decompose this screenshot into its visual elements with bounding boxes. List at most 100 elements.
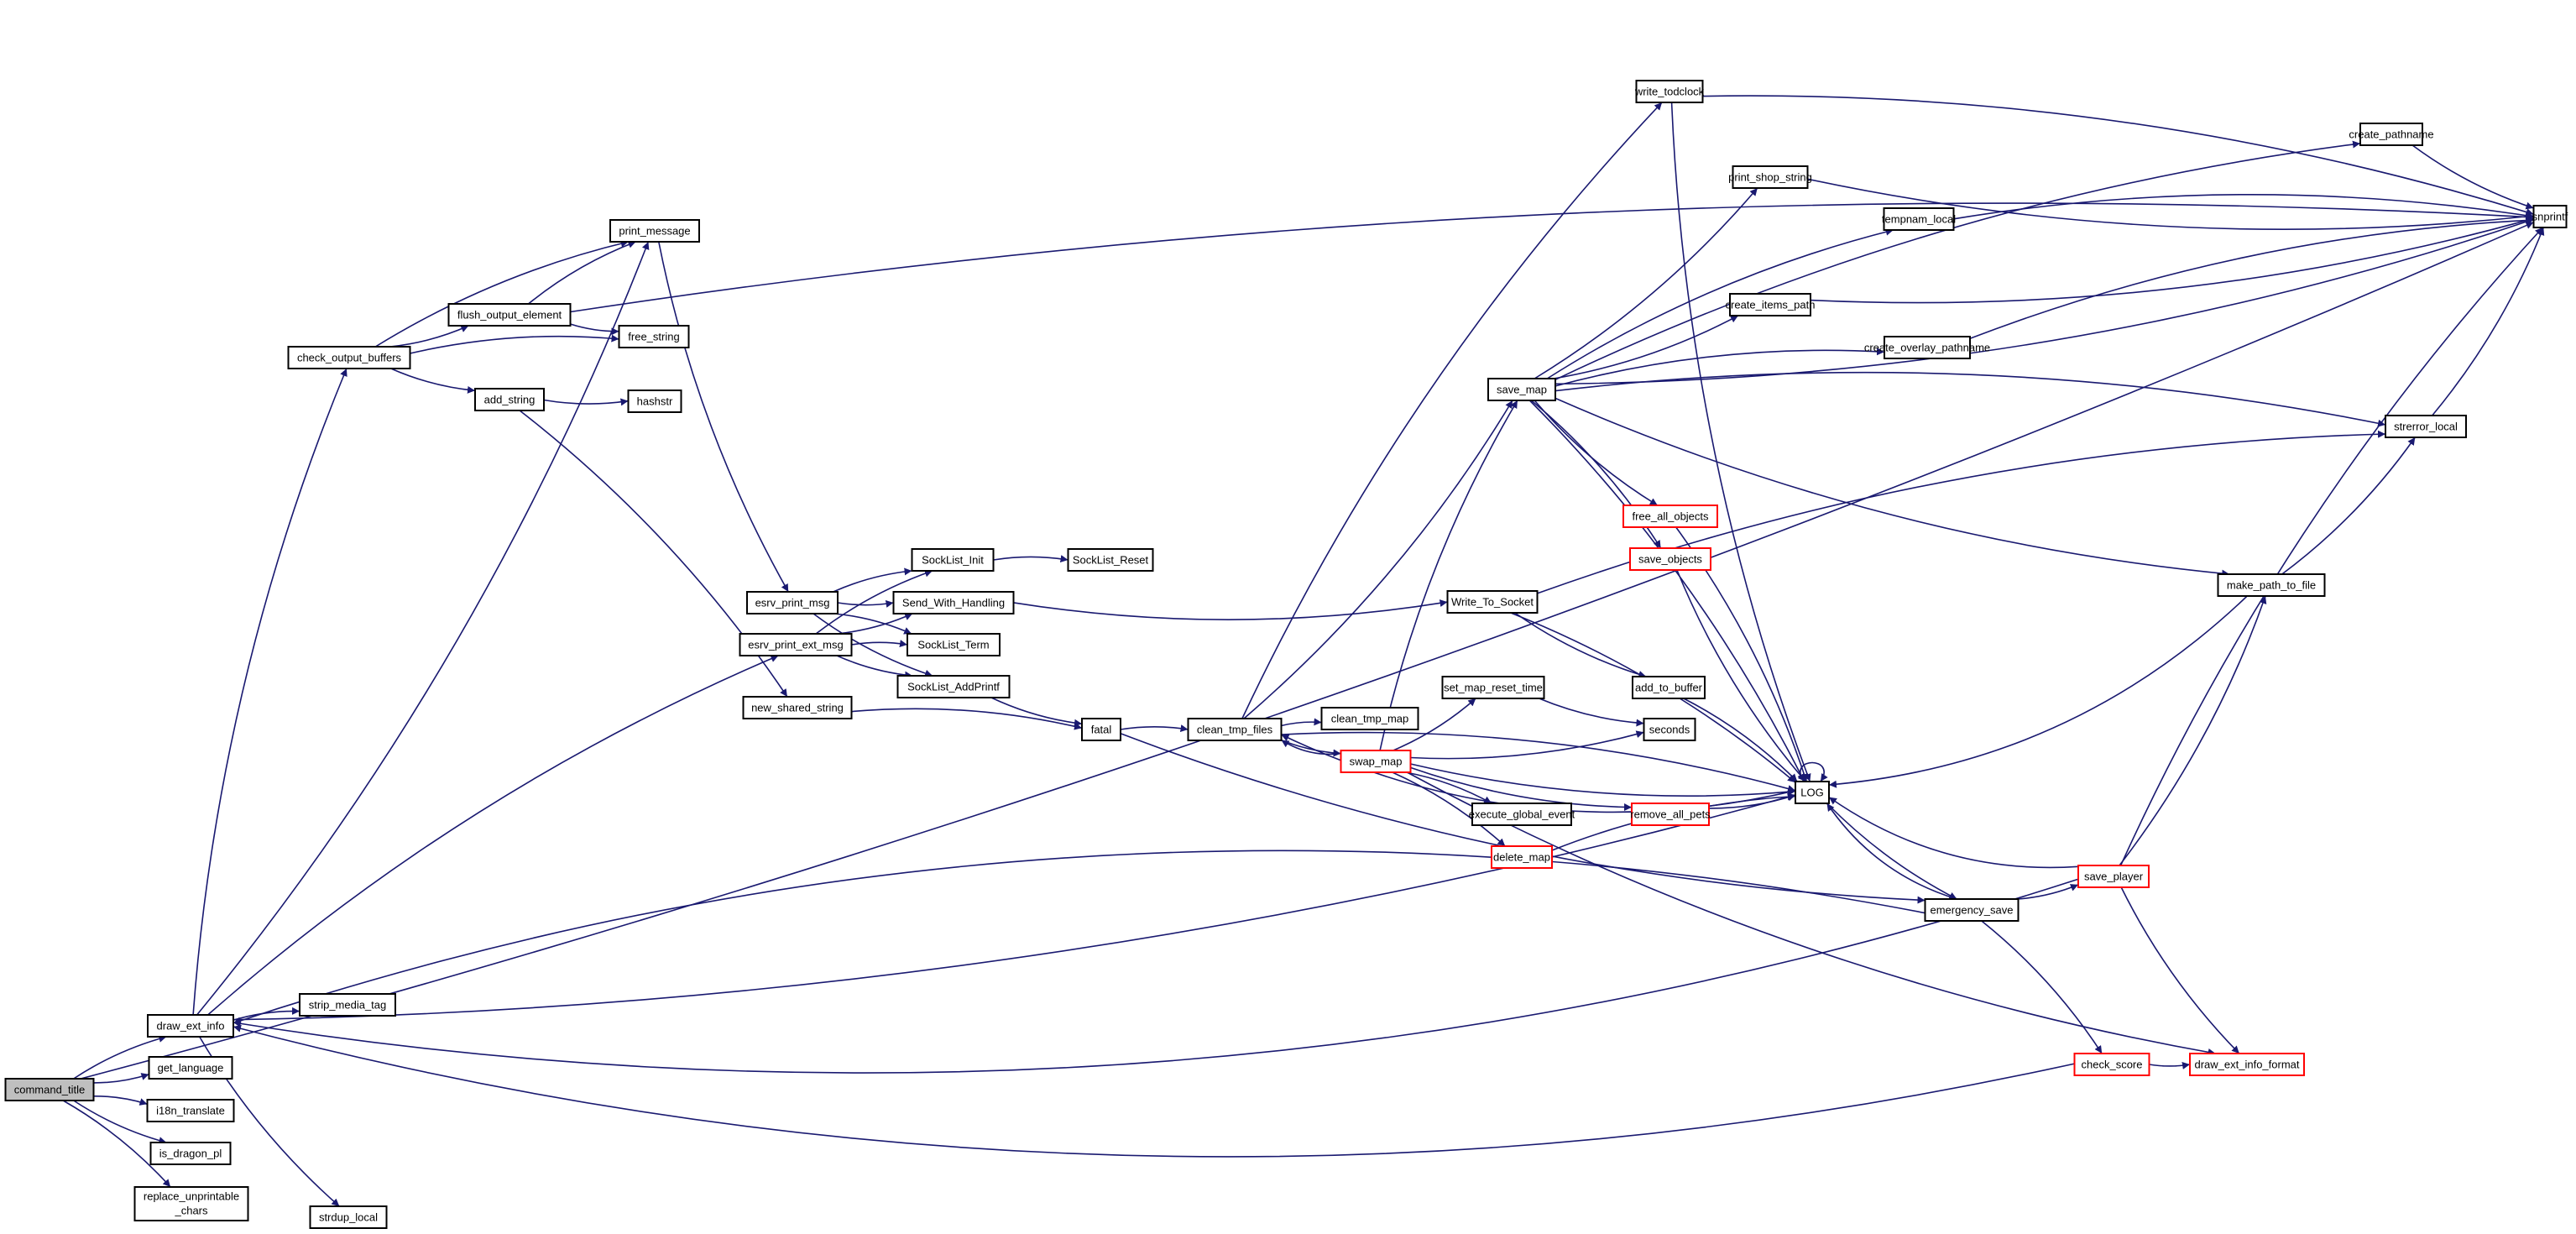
- node-execute-global-event[interactable]: execute_global_event: [1469, 803, 1575, 826]
- node-create-overlay-pathname[interactable]: create_overlay_pathname: [1864, 336, 1990, 359]
- node-label: add_string: [484, 393, 536, 405]
- node-flush-output-element[interactable]: flush_output_element: [447, 303, 572, 327]
- node-socklist-init[interactable]: SockList_Init: [911, 548, 995, 572]
- node-label: draw_ext_info_format: [2194, 1058, 2299, 1070]
- node-save-player[interactable]: save_player: [2077, 865, 2150, 888]
- edge-add_string-to-hashstr: [543, 398, 629, 406]
- edge-esrv_print_ext_msg-to-SockList_AddPrintf: [836, 655, 913, 679]
- node-hashstr[interactable]: hashstr: [627, 390, 682, 413]
- node-strerror-local[interactable]: strerror_local: [2385, 415, 2467, 438]
- node-box: [739, 633, 853, 656]
- node-box: [133, 1186, 249, 1221]
- node-box: [1487, 378, 1556, 401]
- node-box: [1635, 80, 1704, 103]
- node-remove-all-pets[interactable]: remove_all_pets: [1630, 803, 1711, 826]
- node-box: [2217, 573, 2326, 597]
- node-label: check_score: [2082, 1058, 2143, 1070]
- edge-LOG-to-clean_tmp_files: [1281, 734, 1796, 813]
- edge-swap_map-to-set_map_reset_time: [1393, 698, 1476, 751]
- node-label: snprintf: [2532, 210, 2568, 222]
- edge-esrv_print_msg-to-SockList_Term: [833, 613, 912, 635]
- node-send-with-handling[interactable]: Send_With_Handling: [892, 591, 1015, 614]
- node-socklist-term[interactable]: SockList_Term: [907, 633, 1001, 656]
- node-is-dragon-pl[interactable]: is_dragon_pl: [149, 1142, 232, 1165]
- node-tempnam-local[interactable]: tempnam_local: [1882, 207, 1956, 231]
- node-label: free_string: [628, 330, 679, 342]
- node-socklist-addprintf[interactable]: SockList_AddPrintf: [896, 675, 1011, 698]
- node-create-pathname[interactable]: create_pathname: [2349, 123, 2434, 146]
- node-draw-ext-info[interactable]: draw_ext_info: [147, 1014, 234, 1038]
- node-write-to-socket[interactable]: Write_To_Socket: [1446, 590, 1539, 614]
- edge-save_map-to-make_path_to_file: [1554, 397, 2230, 578]
- edge-swap_map-to-save_map: [1379, 400, 1518, 751]
- node-socklist-reset[interactable]: SockList_Reset: [1067, 548, 1154, 572]
- edge-flush_output_element-to-free_string: [570, 323, 619, 336]
- edge-flush_output_element-to-snprintf: [570, 202, 2534, 313]
- node-box: [1081, 718, 1121, 741]
- node-check-output-buffers[interactable]: check_output_buffers: [287, 346, 411, 369]
- node-label: esrv_print_msg: [755, 596, 830, 609]
- edge-print_message-to-esrv_print_msg: [658, 241, 789, 593]
- node-add-string[interactable]: add_string: [474, 388, 545, 411]
- edge-save_map-to-snprintf: [1554, 217, 2534, 385]
- node-check-score[interactable]: check_score: [2073, 1053, 2150, 1076]
- edge-check_score-to-draw_ext_info: [233, 1024, 2075, 1158]
- node-esrv-print-msg[interactable]: esrv_print_msg: [746, 591, 839, 614]
- node-command-title[interactable]: command_title: [4, 1078, 95, 1101]
- edge-create_pathname-to-snprintf: [2411, 144, 2534, 210]
- node-delete-map[interactable]: delete_map: [1491, 845, 1553, 869]
- node-replace-unprintable-chars[interactable]: replace_unprintable_chars: [133, 1186, 249, 1221]
- edge-check_output_buffers-to-free_string: [410, 334, 619, 354]
- edge-add_to_buffer-to-LOG: [1683, 698, 1798, 782]
- node-new-shared-string[interactable]: new_shared_string: [742, 696, 853, 719]
- edge-command_title-to-draw_ext_info: [73, 1035, 167, 1080]
- node-log[interactable]: LOG: [1795, 781, 1830, 804]
- edge-write_todclock-to-LOG: [1670, 102, 1811, 782]
- node-label: delete_map: [1493, 850, 1550, 863]
- node-box: [474, 388, 545, 411]
- node-label: seconds: [1649, 723, 1690, 735]
- node-box: [299, 993, 396, 1017]
- edge-esrv_print_msg-to-SockList_Init: [833, 567, 912, 593]
- node-clean-tmp-files[interactable]: clean_tmp_files: [1187, 718, 1283, 741]
- node-strip-media-tag[interactable]: strip_media_tag: [299, 993, 396, 1017]
- node-box: [148, 1056, 233, 1080]
- edge-command_title-to-is_dragon_pl: [73, 1100, 167, 1144]
- node-seconds[interactable]: seconds: [1643, 718, 1696, 741]
- node-swap-map[interactable]: swap_map: [1340, 750, 1412, 773]
- node-get-language[interactable]: get_language: [148, 1056, 233, 1080]
- node-print-message[interactable]: print_message: [609, 219, 700, 243]
- node-save-map[interactable]: save_map: [1487, 378, 1556, 401]
- edge-make_path_to_file-to-LOG: [1828, 595, 2248, 788]
- node-clean-tmp-map[interactable]: clean_tmp_map: [1320, 707, 1419, 730]
- node-free-all-objects[interactable]: free_all_objects: [1622, 505, 1718, 528]
- node-write-todclock[interactable]: write_todclock: [1634, 80, 1705, 103]
- node-label: save_map: [1497, 383, 1547, 395]
- node-box: [149, 1142, 232, 1165]
- node-esrv-print-ext-msg[interactable]: esrv_print_ext_msg: [739, 633, 853, 656]
- node-emergency-save[interactable]: emergency_save: [1924, 898, 2020, 922]
- node-save-objects[interactable]: save_objects: [1629, 547, 1711, 571]
- node-create-items-path[interactable]: create_items_path: [1726, 293, 1816, 316]
- node-box: [1491, 845, 1553, 869]
- node-label: replace_unprintable: [144, 1190, 239, 1202]
- node-fatal[interactable]: fatal: [1081, 718, 1121, 741]
- node-i18n-translate[interactable]: i18n_translate: [146, 1099, 235, 1122]
- node-draw-ext-info-format[interactable]: draw_ext_info_format: [2189, 1053, 2305, 1076]
- node-label: command_title: [14, 1083, 86, 1095]
- node-snprintf[interactable]: snprintf: [2532, 205, 2568, 228]
- node-box: [892, 591, 1015, 614]
- node-set-map-reset-time[interactable]: set_map_reset_time: [1441, 676, 1545, 699]
- node-free-string[interactable]: free_string: [618, 325, 690, 348]
- node-make-path-to-file[interactable]: make_path_to_file: [2217, 573, 2326, 597]
- node-add-to-buffer[interactable]: add_to_buffer: [1632, 676, 1706, 699]
- node-print-shop-string[interactable]: print_shop_string: [1728, 165, 1812, 189]
- edge-set_map_reset_time-to-seconds: [1539, 698, 1644, 727]
- edge-tempnam_local-to-snprintf: [1953, 194, 2534, 220]
- node-label: write_todclock: [1634, 85, 1705, 97]
- edge-esrv_print_ext_msg-to-SockList_Init: [815, 569, 933, 635]
- node-box: [1471, 803, 1572, 826]
- node-label: is_dragon_pl: [159, 1147, 222, 1159]
- node-strdup-local[interactable]: strdup_local: [309, 1205, 388, 1229]
